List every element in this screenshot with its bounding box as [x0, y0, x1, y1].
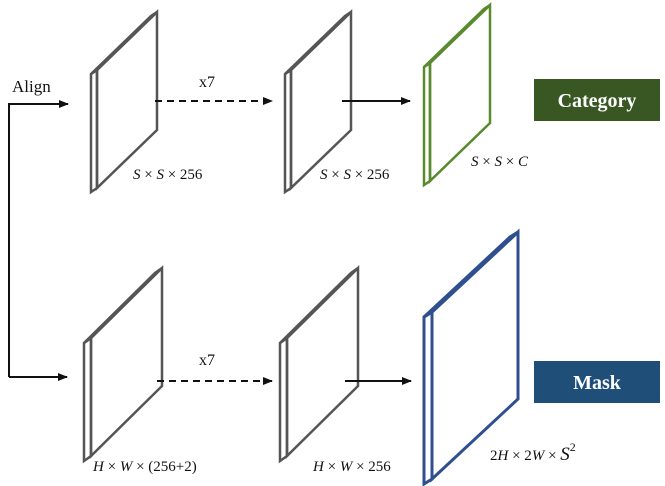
align-label: Align [12, 77, 51, 96]
category-input-feature [89, 9, 159, 195]
category-output-feature [422, 2, 492, 188]
category-repeat-label: x7 [199, 74, 215, 91]
category-hidden-feature [283, 9, 353, 195]
category-hidden-dim: S × S × 256 [320, 167, 390, 183]
mask-output-feature [422, 228, 520, 486]
mask-input-feature [82, 265, 164, 464]
mask-repeat-label: x7 [199, 352, 215, 369]
mask-hidden-feature [278, 265, 360, 464]
mask-badge: Mask [534, 361, 660, 403]
category-input-dim: S × S × 256 [133, 167, 203, 183]
mask-badge-label: Mask [573, 372, 622, 394]
category-output-dim: S × S × C [471, 154, 529, 170]
mask-hidden-dim: H × W × 256 [312, 459, 391, 475]
category-badge: Category [534, 79, 660, 121]
align-connector [8, 100, 69, 377]
mask-input-dim: H × W × (256+2) [92, 459, 197, 475]
mask-output-dim: 2H × 2W × S2 [490, 440, 576, 465]
category-badge-label: Category [558, 90, 637, 112]
